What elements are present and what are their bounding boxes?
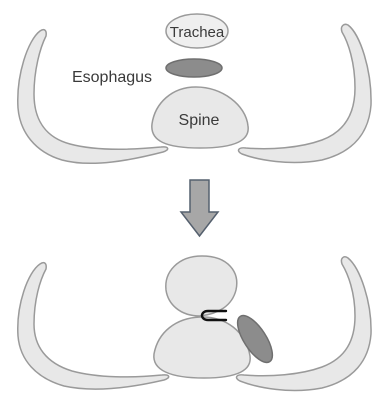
altered-anatomy-panel xyxy=(18,256,371,390)
spine-bottom-shape xyxy=(154,317,250,378)
trachea-displaced-shape xyxy=(166,256,237,316)
normal-anatomy-panel: Trachea Esophagus Spine xyxy=(18,14,371,163)
left-rib-bottom xyxy=(18,263,169,389)
esophagus-label: Esophagus xyxy=(72,69,152,86)
left-rib-top xyxy=(18,30,168,164)
spine-label: Spine xyxy=(179,112,220,129)
esophagus-shape xyxy=(166,59,222,77)
right-rib-top xyxy=(239,24,372,162)
down-arrow-icon xyxy=(181,180,218,236)
trachea-label: Trachea xyxy=(170,24,225,41)
